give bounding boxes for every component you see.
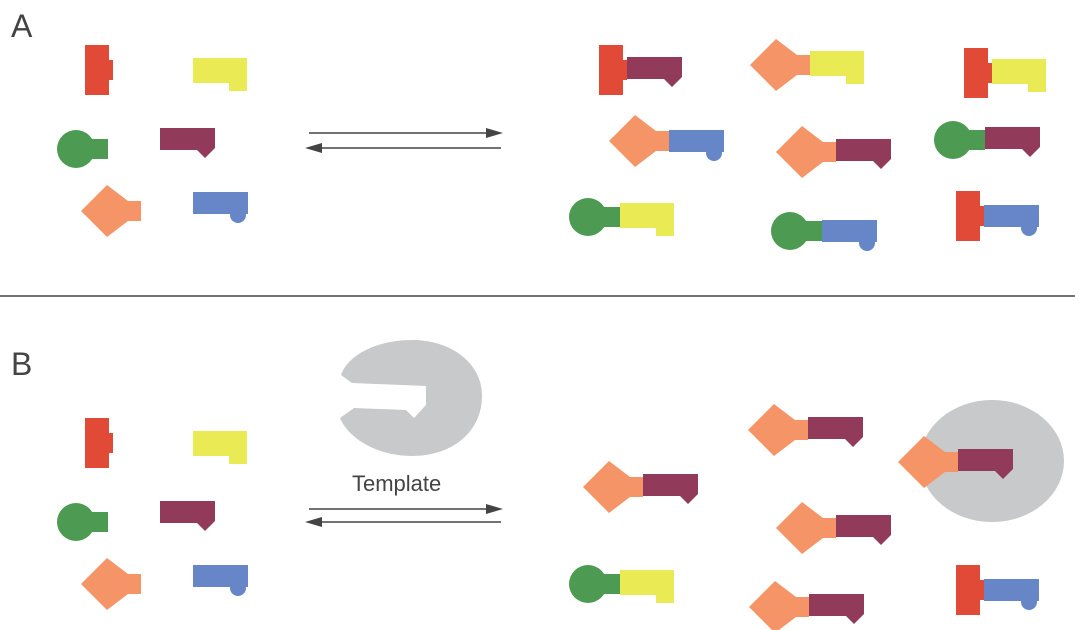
dimer-orange-maroon-bound [898,436,1013,488]
monomer-wedge-maroon [160,128,215,158]
monomer-hook-yellow [193,431,247,464]
template-arrow-label: Template [352,471,442,496]
template-receptor-icon [340,340,482,456]
monomer-knob-blue [193,565,248,596]
monomer-t-block-red [85,45,113,95]
monomer-diamond-orange [81,558,141,610]
dimer-red-maroon [599,45,682,95]
dimer-red-blue [956,565,1039,615]
monomer-diamond-orange [81,185,141,237]
monomer-ball-green [57,503,108,541]
dimer-red-yellow [964,48,1046,98]
dimer-green-blue [771,212,877,251]
dimer-green-yellow [569,565,674,603]
dimer-orange-blue [609,115,724,167]
panel-label-a: A [11,8,33,44]
monomer-knob-blue [193,192,248,223]
equilibrium-arrows-a [305,128,503,153]
dimer-orange-maroon [748,404,863,456]
dimer-orange-yellow [750,39,864,91]
dimer-orange-maroon [583,461,698,513]
equilibrium-arrows-b [305,504,503,527]
monomer-ball-green [57,130,108,168]
monomer-t-block-red [85,418,113,468]
panel-label-b: B [11,346,33,382]
template-bound-complex [898,400,1064,522]
dimer-green-maroon [934,121,1040,159]
dimer-orange-maroon [776,502,891,554]
dimer-orange-maroon [776,126,891,178]
dimer-green-yellow [569,198,674,236]
dimer-red-blue [956,191,1039,241]
monomer-wedge-maroon [160,501,215,531]
monomer-hook-yellow [193,58,247,91]
dimer-orange-maroon [749,581,864,630]
